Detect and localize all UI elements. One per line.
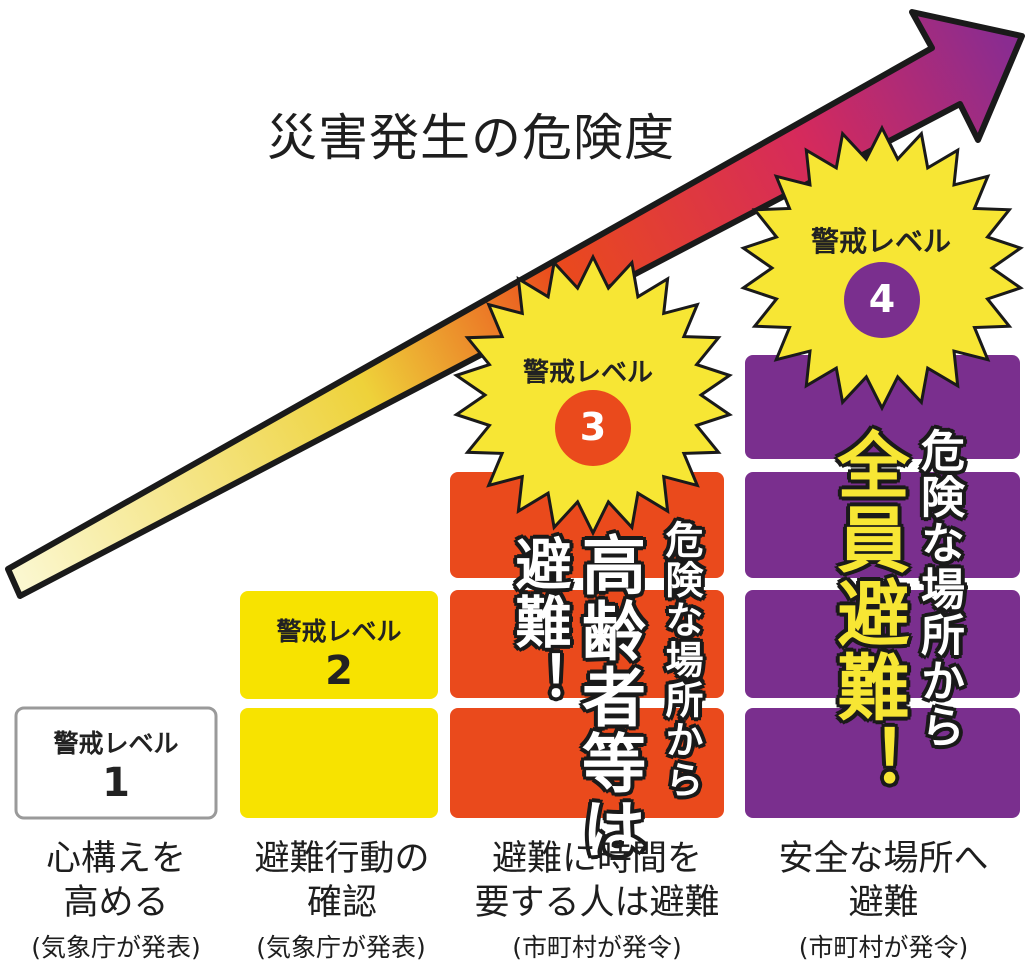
level4-label: 警戒レベル	[810, 225, 951, 258]
level2-box-bottom	[240, 708, 438, 818]
level4-issuer: (市町村が発令)	[798, 933, 969, 962]
level3-action-big: 高齢者等は	[571, 532, 645, 862]
level1-caption: 心構えを 高める	[0, 838, 232, 926]
level2-caption-line1: 避難行動の	[254, 839, 430, 879]
level4-number: 4	[868, 277, 896, 321]
level3-caption: 避難に時間を 要する人は避難	[452, 838, 742, 926]
level4-block-3	[745, 590, 1020, 698]
level2-label: 警戒レベル	[276, 617, 402, 646]
level4-caption: 安全な場所へ 避難	[742, 838, 1025, 926]
level4-block-2	[745, 472, 1020, 578]
level4-caption-line2: 避難	[848, 882, 919, 923]
level4-action-small: 危険な場所から	[913, 428, 964, 750]
level2-caption: 避難行動の 確認	[232, 838, 452, 926]
level1-caption-line2: 高める	[63, 882, 169, 923]
level2-number: 2	[325, 648, 353, 694]
level4-block-4	[745, 708, 1020, 818]
level3-block-2	[450, 590, 724, 698]
level1-box	[14, 706, 218, 820]
level3-action-small: 危険な場所から	[659, 520, 703, 800]
level3-issuer: (市町村が発令)	[512, 933, 682, 962]
level3-number: 3	[579, 405, 607, 449]
level1-caption-line1: 心構えを	[45, 839, 186, 879]
level2-issuer: (気象庁が発表)	[256, 933, 426, 962]
level3-caption-line1: 避難に時間を	[491, 839, 702, 879]
level3-badge	[555, 390, 631, 466]
level2-caption-line2: 確認	[306, 882, 377, 923]
diagram-title: 災害発生の危険度	[267, 109, 675, 167]
level4-caption-line1: 安全な場所へ	[778, 839, 989, 879]
level1-label: 警戒レベル	[53, 729, 179, 758]
level2-box-top	[240, 591, 438, 699]
level1-issuer: (気象庁が発表)	[31, 933, 201, 962]
level3-label: 警戒レベル	[522, 358, 653, 388]
level3-action-evacuate: 避難！	[506, 535, 571, 709]
level4-badge	[844, 262, 920, 338]
level3-caption-line2: 要する人は避難	[474, 882, 720, 923]
level3-block-3	[450, 708, 724, 818]
risk-arrow	[5, 9, 1025, 599]
level1-number: 1	[102, 760, 130, 806]
level4-action-big: 全員避難！	[825, 428, 909, 798]
